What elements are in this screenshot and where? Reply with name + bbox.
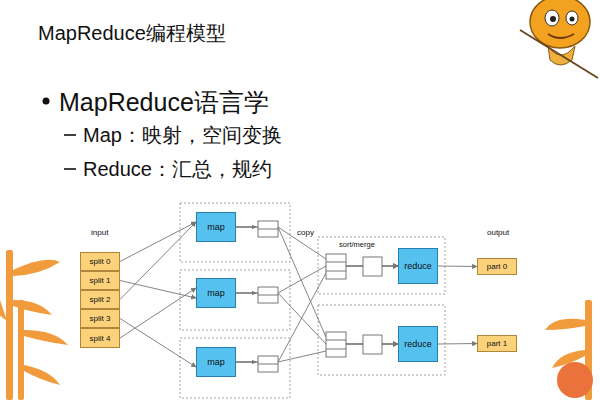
output-part: part 0: [477, 258, 517, 275]
data-flow-arrow: [120, 288, 196, 338]
slide-title: MapReduce编程模型: [38, 20, 226, 47]
mascot: [520, 0, 598, 78]
bamboo-decoration: [0, 250, 68, 400]
node-text: map: [207, 222, 225, 232]
dash: [64, 134, 76, 136]
data-flow-arrow: [236, 227, 398, 344]
node-text: split 2: [90, 295, 111, 304]
reduce-task: reduce: [398, 326, 438, 362]
map-buffer: [236, 221, 278, 237]
phase-label: sort/merge: [338, 240, 376, 249]
data-flow-arrow: [236, 266, 398, 362]
column-heading: output: [486, 228, 510, 237]
bullet-text: MapReduce语言学: [58, 86, 270, 119]
map-task-frame: [180, 270, 290, 330]
map-buffer: [236, 287, 278, 303]
sub-bullet-text: Reduce：汇总，规约: [82, 156, 273, 183]
input-split: split 0: [80, 252, 120, 271]
column-heading: input: [90, 228, 109, 237]
map-task: map: [196, 347, 236, 377]
map-task-frame: [180, 203, 290, 262]
data-flow-arrow: [120, 319, 196, 368]
data-flow-arrow: [120, 222, 196, 300]
node-text: split 4: [90, 334, 111, 343]
data-flow-arrow: [120, 222, 196, 262]
reduce-task-frame: [318, 305, 445, 375]
input-split: split 2: [80, 290, 120, 309]
output-part: part 1: [477, 335, 517, 352]
sub-bullet-text: Map：映射，空间变换: [82, 122, 283, 149]
map-task-frame: [180, 338, 290, 398]
map-task: map: [196, 278, 236, 308]
node-text: part 0: [487, 262, 507, 271]
node-text: split 0: [90, 257, 111, 266]
node-text: map: [207, 357, 225, 367]
merge-buffer: [326, 254, 382, 279]
merge-buffer: [326, 332, 382, 357]
input-split: split 4: [80, 328, 120, 348]
input-split: split 3: [80, 309, 120, 328]
node-text: part 1: [487, 339, 507, 348]
node-text: split 3: [90, 314, 111, 323]
data-flow-arrow: [438, 343, 477, 345]
dash: [64, 168, 76, 170]
phase-label: copy: [296, 228, 315, 237]
reduce-task-frame: [318, 237, 445, 294]
bullet: [43, 98, 50, 105]
map-task: map: [196, 212, 236, 242]
node-text: split 1: [90, 276, 111, 285]
node-text: reduce: [404, 339, 432, 349]
reduce-task: reduce: [398, 248, 438, 284]
input-split: split 1: [80, 271, 120, 290]
map-buffer: [236, 356, 278, 372]
bamboo-decoration: [545, 300, 593, 400]
node-text: reduce: [404, 261, 432, 271]
node-text: map: [207, 288, 225, 298]
data-flow-arrow: [438, 266, 477, 268]
